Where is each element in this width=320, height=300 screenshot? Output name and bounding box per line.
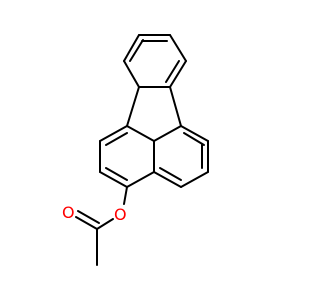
- bond: [129, 39, 144, 62]
- bond: [169, 86, 182, 127]
- bond: [165, 60, 180, 83]
- bond: [183, 132, 205, 146]
- bond: [153, 125, 182, 142]
- bond: [169, 60, 187, 88]
- bond: [126, 86, 140, 127]
- atom-labels: O O: [62, 203, 127, 224]
- bond: [105, 132, 128, 146]
- molecule-structure-diagram: O O: [62, 34, 209, 266]
- bond: [180, 125, 209, 142]
- bond: [180, 171, 209, 188]
- bond-layer: [75, 34, 209, 266]
- bond: [123, 60, 140, 88]
- bond: [153, 171, 182, 188]
- bond: [169, 34, 187, 62]
- bond: [99, 125, 128, 142]
- bond: [123, 34, 140, 62]
- bond: [123, 186, 128, 205]
- bond: [75, 216, 98, 230]
- bond: [77, 210, 100, 224]
- oxygen-atom-label: O: [114, 205, 127, 224]
- bond: [105, 167, 128, 181]
- bond: [126, 171, 155, 188]
- bond: [99, 171, 128, 188]
- oxygen-atom-label: O: [62, 203, 75, 222]
- bond: [159, 167, 182, 181]
- bond: [96, 218, 114, 230]
- bond: [126, 125, 155, 142]
